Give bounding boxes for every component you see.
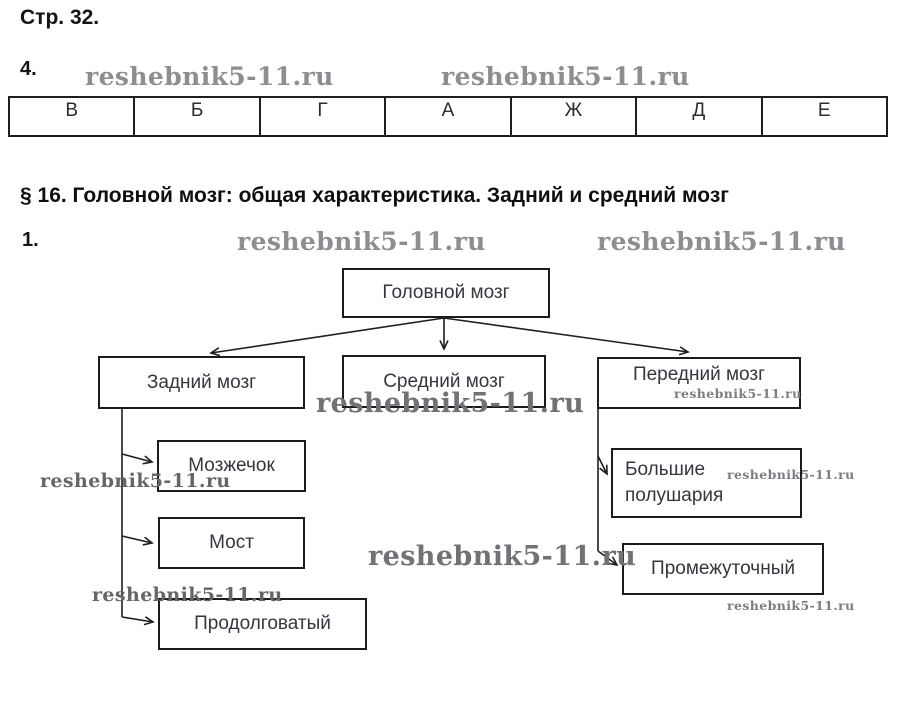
watermark: reshebnik5-11.ru bbox=[597, 227, 846, 256]
answer-cell-6: Д bbox=[635, 98, 760, 135]
task1-number: 1. bbox=[22, 229, 39, 251]
node-label: Передний мозг bbox=[632, 364, 766, 385]
node-brain: Головной мозг bbox=[342, 268, 550, 318]
node-label: Продолговатый bbox=[194, 613, 331, 634]
watermark: reshebnik5-11.ru bbox=[727, 598, 855, 613]
node-forebrain: Передний мозг bbox=[597, 357, 801, 409]
node-cerebellum: Мозжечок bbox=[157, 440, 306, 492]
answer-cell-4: А bbox=[384, 98, 509, 135]
answer-cell-1: В bbox=[65, 100, 79, 121]
page-header: Стр. 32. bbox=[20, 6, 100, 29]
node-midbrain: Средний мозг bbox=[342, 355, 546, 408]
node-cerebral-hemispheres: Большие полушария bbox=[611, 448, 802, 518]
node-medulla: Продолговатый bbox=[158, 598, 367, 650]
node-label: Средний мозг bbox=[383, 370, 505, 392]
node-hindbrain: Задний мозг bbox=[98, 356, 305, 409]
answer-cell-5: Ж bbox=[509, 98, 635, 135]
node-pons: Мост bbox=[158, 517, 305, 569]
node-label: Задний мозг bbox=[146, 371, 257, 393]
node-label: Головной мозг bbox=[382, 282, 510, 303]
watermark: reshebnik5-11.ru bbox=[441, 62, 690, 91]
section-title: § 16. Головной мозг: общая характеристик… bbox=[20, 184, 730, 207]
answer-table: В Б Г А Ж Д Е bbox=[8, 96, 888, 137]
answer-cell-2: Б bbox=[133, 98, 258, 135]
answer-cell-7: Е bbox=[760, 98, 886, 135]
node-diencephalon: Промежуточный bbox=[622, 543, 824, 595]
node-label: Большие полушария bbox=[625, 459, 724, 506]
task4-number: 4. bbox=[20, 58, 37, 80]
answer-cell-3: Г bbox=[258, 98, 384, 135]
watermark: reshebnik5-11.ru bbox=[85, 62, 334, 91]
node-label: Промежуточный bbox=[651, 558, 795, 579]
node-label: Мост bbox=[209, 532, 254, 553]
node-label: Мозжечок bbox=[188, 455, 275, 476]
watermark: reshebnik5-11.ru bbox=[368, 541, 637, 572]
watermark: reshebnik5-11.ru bbox=[237, 227, 486, 256]
